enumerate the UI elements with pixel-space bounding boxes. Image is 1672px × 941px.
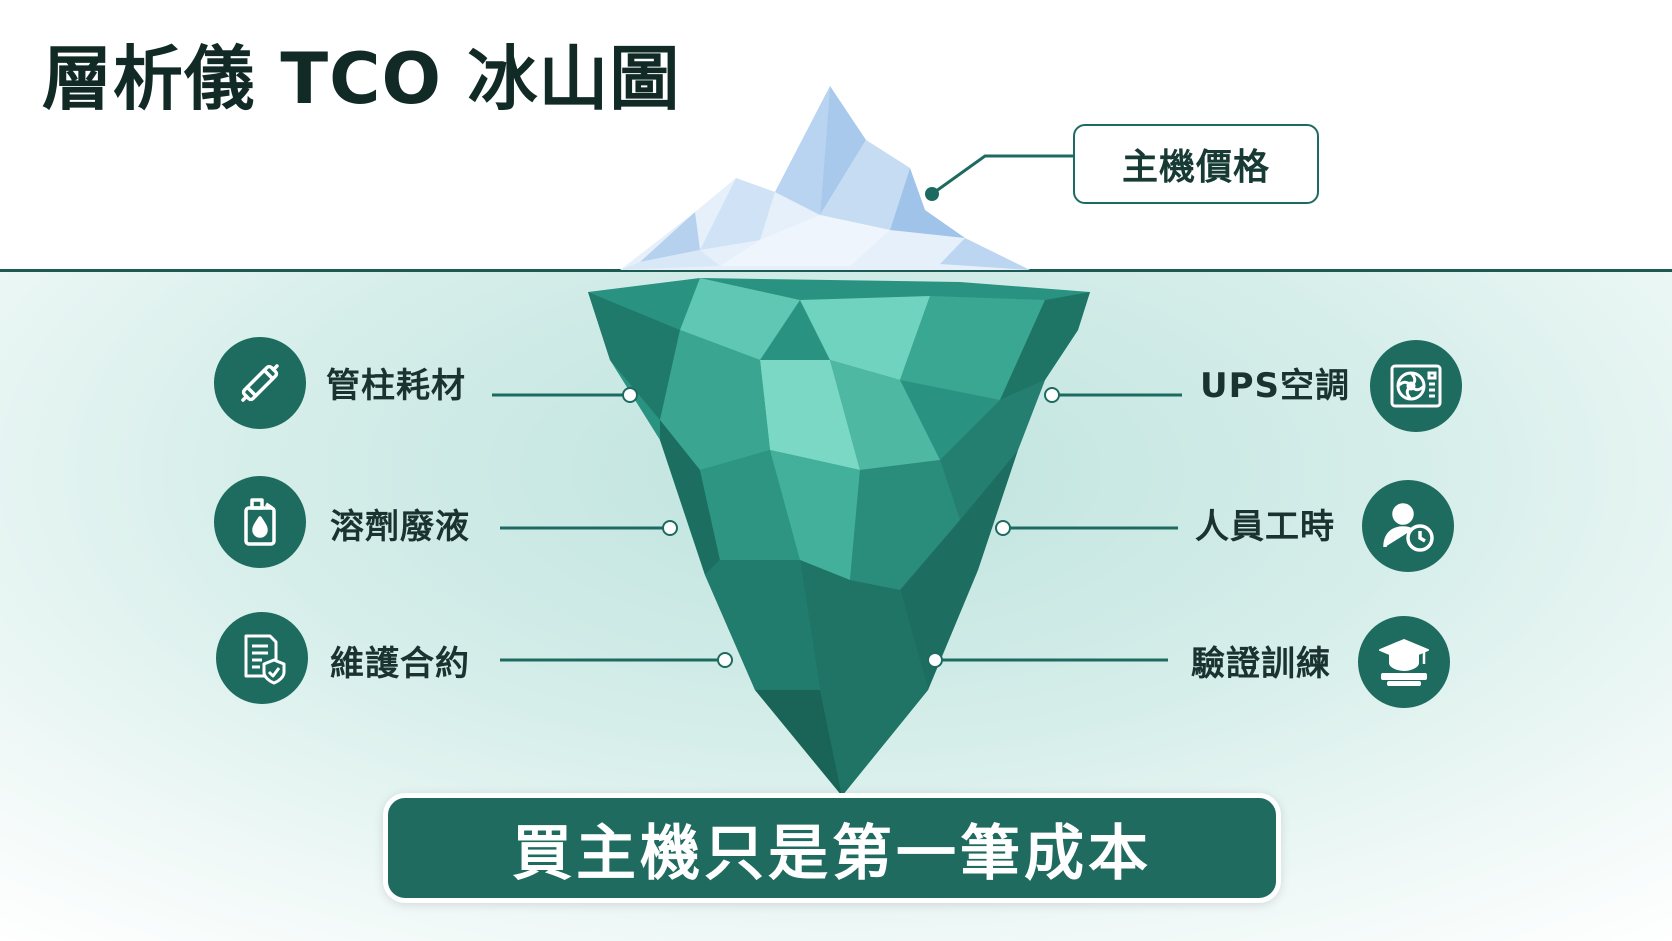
iceberg-tip [620,86,1030,270]
column-icon [214,337,306,429]
ups-ac-unit-icon [1370,340,1462,432]
connector-right-1 [1044,387,1182,403]
connector-tip [925,154,1073,201]
connector-right-3 [927,652,1168,668]
contract-shield-icon [216,612,308,704]
connector-left-2 [500,520,678,536]
right-item-label-1: UPS空調 [1200,366,1351,406]
connector-left-3 [500,652,733,668]
left-item-label-3: 維護合約 [330,644,470,684]
iceberg-underwater [588,278,1090,796]
right-item-label-3: 驗證訓練 [1191,644,1331,684]
connector-left-1 [492,387,638,403]
summary-banner: 買主機只是第一筆成本 [383,793,1281,903]
left-item-label-1: 管柱耗材 [326,366,466,406]
right-item-label-2: 人員工時 [1195,507,1335,547]
page-title: 層析儀 TCO 冰山圖 [42,38,681,120]
solvent-bottle-icon [214,476,306,568]
graduation-cap-icon [1358,616,1450,708]
person-clock-icon [1362,480,1454,572]
water-line [0,269,1672,272]
left-item-label-2: 溶劑廢液 [330,507,470,547]
connector-right-2 [995,520,1178,536]
tip-label-host-price: 主機價格 [1073,124,1319,204]
